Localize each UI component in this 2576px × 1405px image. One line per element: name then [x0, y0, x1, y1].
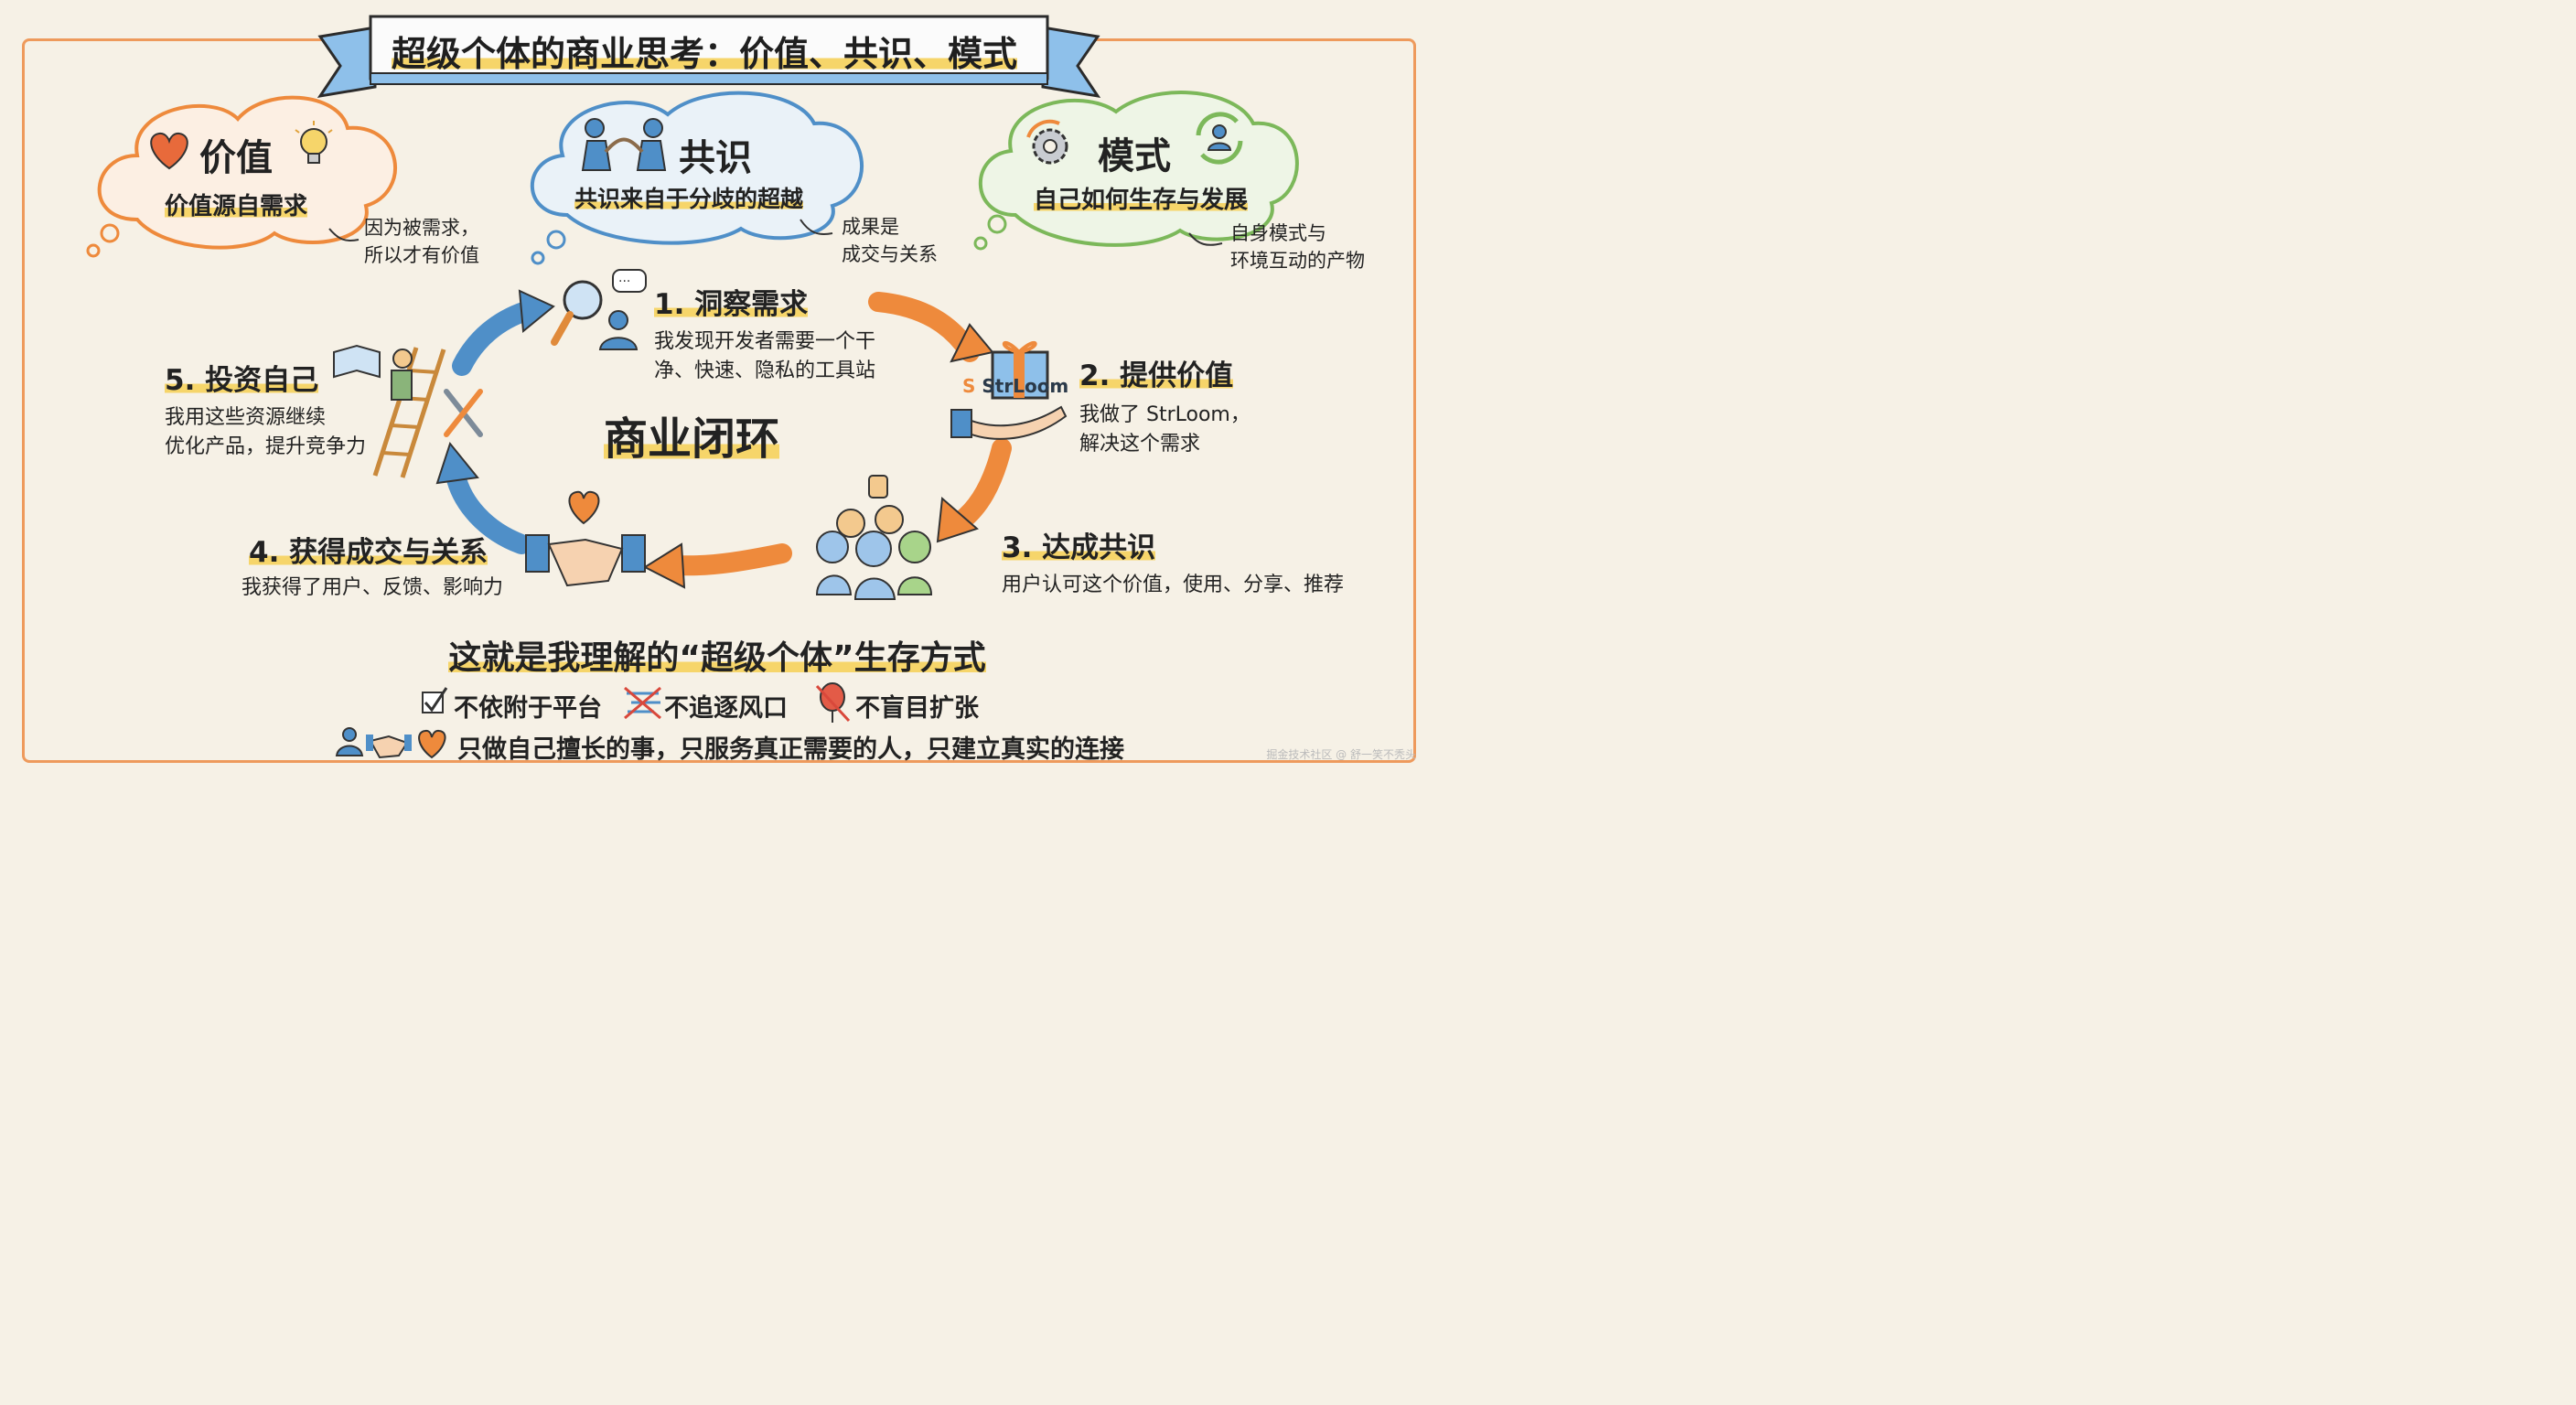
cloud-model-note-line2: 环境互动的产物	[1230, 250, 1365, 272]
watermark: 掘金技术社区 @ 舒一笑不秃头	[1266, 748, 1416, 761]
strloom-logo-mark: S	[962, 375, 976, 397]
page-title: 超级个体的商业思考：价值、共识、模式	[391, 34, 1017, 74]
bottom-heading: 这就是我理解的“超级个体”生存方式	[448, 639, 986, 677]
bottom-item-1: 不依附于平台	[454, 694, 602, 723]
step-2-line2: 解决这个需求	[1079, 433, 1201, 456]
step-5-title: 5. 投资自己	[165, 364, 319, 397]
arrow-3-to-4	[642, 542, 792, 589]
speech-bubble-icon: ···	[612, 269, 647, 293]
handshake-icon	[525, 534, 646, 587]
cloud-value-note-line1: 因为被需求，	[364, 217, 479, 239]
center-label: 商业闭环	[604, 413, 780, 465]
step-1-line1: 我发现开发者需要一个干	[654, 330, 876, 353]
step-3-line1: 用户认可这个价值，使用、分享、推荐	[1002, 574, 1345, 596]
svg-text:···: ···	[618, 274, 630, 289]
cloud-value-heading: 价值	[199, 137, 273, 179]
step-1: 1. 洞察需求 我发现开发者需要一个干 净、快速、隐私的工具站	[654, 281, 875, 386]
arrow-4-to-5	[435, 441, 531, 554]
person-cycle-icon	[1189, 108, 1250, 172]
step-1-title: 1. 洞察需求	[654, 288, 809, 321]
strloom-logo: S StrLoom	[962, 375, 1068, 397]
ladder-climber-icon	[372, 347, 446, 478]
heart-icon-step4	[568, 490, 600, 525]
tools-icon	[444, 389, 483, 437]
cloud-model-heading: 模式	[1098, 135, 1171, 177]
cloud-consensus-heading: 共识	[679, 137, 752, 179]
strloom-logo-text: StrLoom	[982, 375, 1069, 397]
step-4-line1: 我获得了用户、反馈、影响力	[242, 576, 504, 599]
gear-icon	[1023, 119, 1078, 177]
cloud-model-subtitle: 自己如何生存与发展	[1034, 187, 1249, 214]
cloud-consensus-note-line2: 成交与关系	[842, 243, 938, 265]
step-5: 5. 投资自己 我用这些资源继续 优化产品，提升竞争力	[165, 357, 366, 462]
cloud-value-note: 因为被需求， 所以才有价值	[364, 214, 479, 269]
step-3: 3. 达成共识 用户认可这个价值，使用、分享、推荐	[1002, 524, 1344, 600]
step-5-line2: 优化产品，提升竞争力	[165, 435, 367, 458]
bridge-people-icon	[578, 117, 670, 176]
lightbulb-icon	[291, 119, 337, 177]
arrow-1-to-2	[868, 292, 994, 363]
step-4-title: 4. 获得成交与关系	[249, 536, 488, 569]
arrow-2-to-3	[936, 438, 1012, 543]
bottom-item-3: 不盲目扩张	[855, 694, 979, 723]
cloud-consensus-subtitle: 共识来自于分歧的超越	[574, 186, 804, 212]
cloud-value-subtitle: 价值源自需求	[165, 188, 308, 221]
handshake-small-icon	[366, 735, 412, 759]
step-5-line1: 我用这些资源继续	[165, 406, 327, 429]
heart-icon	[146, 128, 192, 174]
step-2: 2. 提供价值 我做了 StrLoom， 解决这个需求	[1079, 352, 1250, 459]
person-icon	[335, 727, 364, 756]
heart-small-icon	[418, 729, 446, 759]
bottom-item-2: 不追逐风口	[664, 694, 788, 723]
cloud-consensus-note: 成果是 成交与关系	[842, 213, 938, 268]
cloud-model-note-line1: 自身模式与	[1230, 222, 1326, 244]
open-hand-icon	[950, 405, 1068, 440]
step-1-line2: 净、快速、隐私的工具站	[654, 359, 876, 382]
book-icon	[333, 344, 381, 379]
cloud-value-note-line2: 所以才有价值	[364, 244, 479, 266]
cloud-model-note: 自身模式与 环境互动的产物	[1230, 220, 1365, 274]
step-2-line1: 我做了 StrLoom，	[1079, 403, 1250, 426]
bottom-summary: 只做自己擅长的事，只服务真正需要的人，只建立真实的连接	[457, 735, 1124, 764]
crowd-icon	[815, 475, 933, 600]
arrow-5-to-1	[452, 289, 555, 376]
no-wind-icon	[624, 686, 661, 720]
step-3-title: 3. 达成共识	[1002, 531, 1156, 564]
no-balloon-icon	[815, 682, 851, 723]
step-2-title: 2. 提供价值	[1079, 359, 1234, 392]
checkbox-icon	[422, 687, 448, 713]
user-icon	[598, 310, 639, 350]
magnifier-icon	[551, 280, 603, 346]
step-4: 4. 获得成交与关系 我获得了用户、反馈、影响力	[242, 529, 503, 603]
cloud-consensus-note-line1: 成果是	[842, 216, 899, 238]
gift-box-icon	[991, 341, 1049, 400]
